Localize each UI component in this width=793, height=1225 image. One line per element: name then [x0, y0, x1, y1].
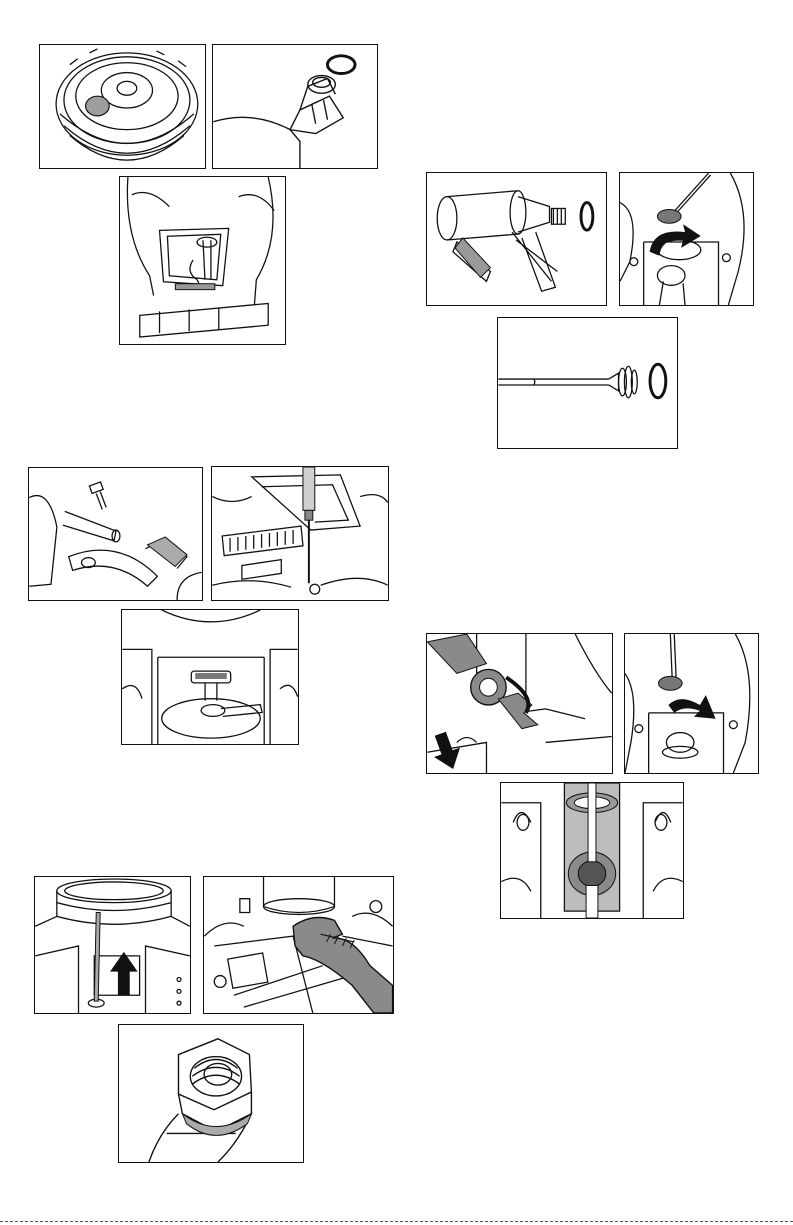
rotate-install-icon [625, 634, 758, 773]
figure-rod-seal [497, 317, 678, 449]
figure-valve-seat [500, 782, 684, 919]
figure-cap-top [39, 44, 206, 169]
rotate-arrow [650, 224, 701, 256]
wrench-nut-icon [204, 877, 393, 1013]
rod-seal-icon [498, 318, 677, 448]
figure-pliers [426, 633, 613, 774]
rotate-remove-icon [620, 173, 753, 305]
figure-hose-bolt [28, 467, 203, 601]
filter-exploded-icon [427, 173, 606, 305]
figure-sprayer-interior [119, 176, 286, 345]
cut-line [0, 1221, 793, 1222]
pliers-arrow-icon [427, 634, 612, 773]
cap-plug [86, 96, 110, 116]
tank-rod-arrow-icon [35, 877, 190, 1013]
figure-nut-closeup [118, 1024, 304, 1163]
rotate-arrow [668, 695, 715, 719]
hose-bolt-icon [29, 468, 202, 600]
figure-wrench-nut [203, 876, 394, 1014]
figure-valve-assembly [121, 609, 299, 745]
bottle-neck-seal-icon [213, 45, 377, 168]
cap-top-icon [40, 45, 205, 168]
figure-screwdriver-cover [211, 466, 389, 601]
figure-bottle-neck [212, 44, 378, 169]
nut-closeup-icon [119, 1025, 303, 1162]
figure-tank-rod [34, 876, 191, 1014]
sprayer-interior-icon [120, 177, 285, 344]
figure-rotate-install [624, 633, 759, 774]
figure-rotate-remove [619, 172, 754, 306]
screwdriver-cover-icon [212, 467, 388, 600]
valve-seat-icon [501, 783, 683, 918]
valve-assembly-icon [122, 610, 298, 744]
figure-filter-exploded [426, 172, 607, 306]
up-arrow [110, 952, 138, 995]
